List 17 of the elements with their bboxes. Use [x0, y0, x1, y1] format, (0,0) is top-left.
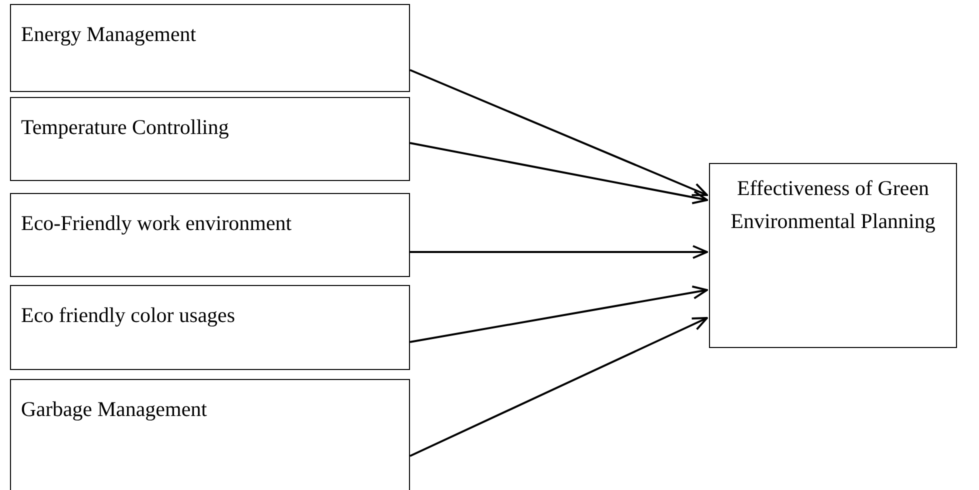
box-label: Eco-Friendly work environment — [21, 211, 292, 235]
arrow — [410, 69, 708, 196]
box-label: Temperature Controlling — [21, 115, 229, 139]
process-box — [10, 97, 410, 181]
arrow — [410, 142, 708, 204]
process-box — [10, 193, 410, 277]
box-label: Eco friendly color usages — [21, 303, 236, 327]
process-box — [10, 4, 410, 92]
box-label: Garbage Management — [21, 397, 207, 421]
process-box — [10, 285, 410, 370]
process-box — [10, 379, 410, 490]
box-label: Energy Management — [21, 22, 196, 46]
arrow — [410, 317, 708, 457]
arrow — [410, 245, 708, 259]
arrow — [410, 286, 708, 343]
process-box — [709, 163, 957, 348]
box-label: Effectiveness of Green Environmental Planning — [730, 176, 936, 233]
